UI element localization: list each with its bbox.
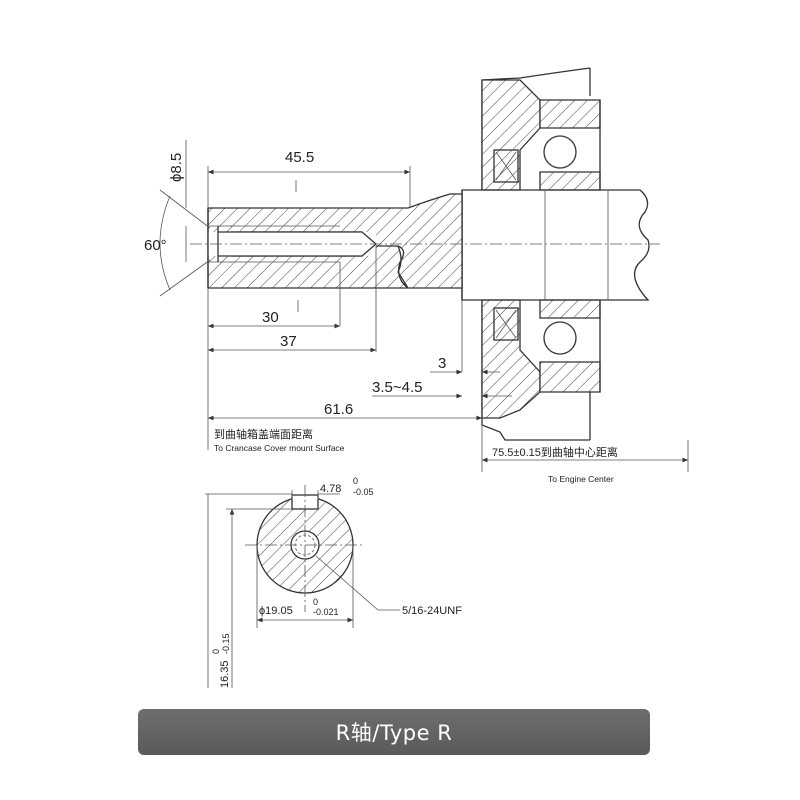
shaft-diameter-value: ϕ19.05 (259, 605, 293, 617)
key-width-tol-upper: 0 (353, 476, 358, 486)
crankcase-housing (461, 67, 650, 441)
dim-phi-8-5: ϕ8.5 (168, 153, 185, 182)
key-width-tol-lower: -0.05 (353, 487, 374, 497)
engine-center-label-cn: 75.5±0.15到曲轴中心距离 (492, 445, 618, 459)
dim-60-deg: 60° (144, 237, 167, 254)
crankcase-label-cn: 到曲轴箱盖端面距离 (214, 427, 313, 441)
key-depth-tol-upper: 0 (211, 649, 221, 654)
shaft-cross-section (205, 485, 400, 688)
dim-3-5-4-5: 3.5~4.5 (372, 379, 422, 396)
dimension-lines (159, 140, 689, 472)
shaft-diameter-tol-upper: 0 (313, 597, 318, 607)
caption-title: R轴/Type R (335, 721, 453, 745)
shaft-diameter-tol-lower: -0.021 (313, 607, 339, 617)
dim-30: 30 (262, 309, 279, 326)
dim-45-5: 45.5 (285, 149, 314, 166)
dim-3: 3 (438, 355, 446, 372)
caption-bar: R轴/Type R (138, 709, 650, 755)
engine-center-label-en: To Engine Center (548, 474, 614, 484)
thread-spec: 5/16-24UNF (402, 605, 462, 617)
key-width-value: 4.78 (320, 483, 341, 495)
output-shaft-section (190, 193, 660, 289)
dim-37: 37 (280, 333, 297, 350)
crankcase-label-en: To Crancase Cover mount Surface (214, 443, 345, 453)
dim-61-6: 61.6 (324, 401, 353, 418)
key-depth-value: 16.35 (219, 660, 231, 688)
key-depth-tol-lower: -0.15 (221, 633, 231, 654)
